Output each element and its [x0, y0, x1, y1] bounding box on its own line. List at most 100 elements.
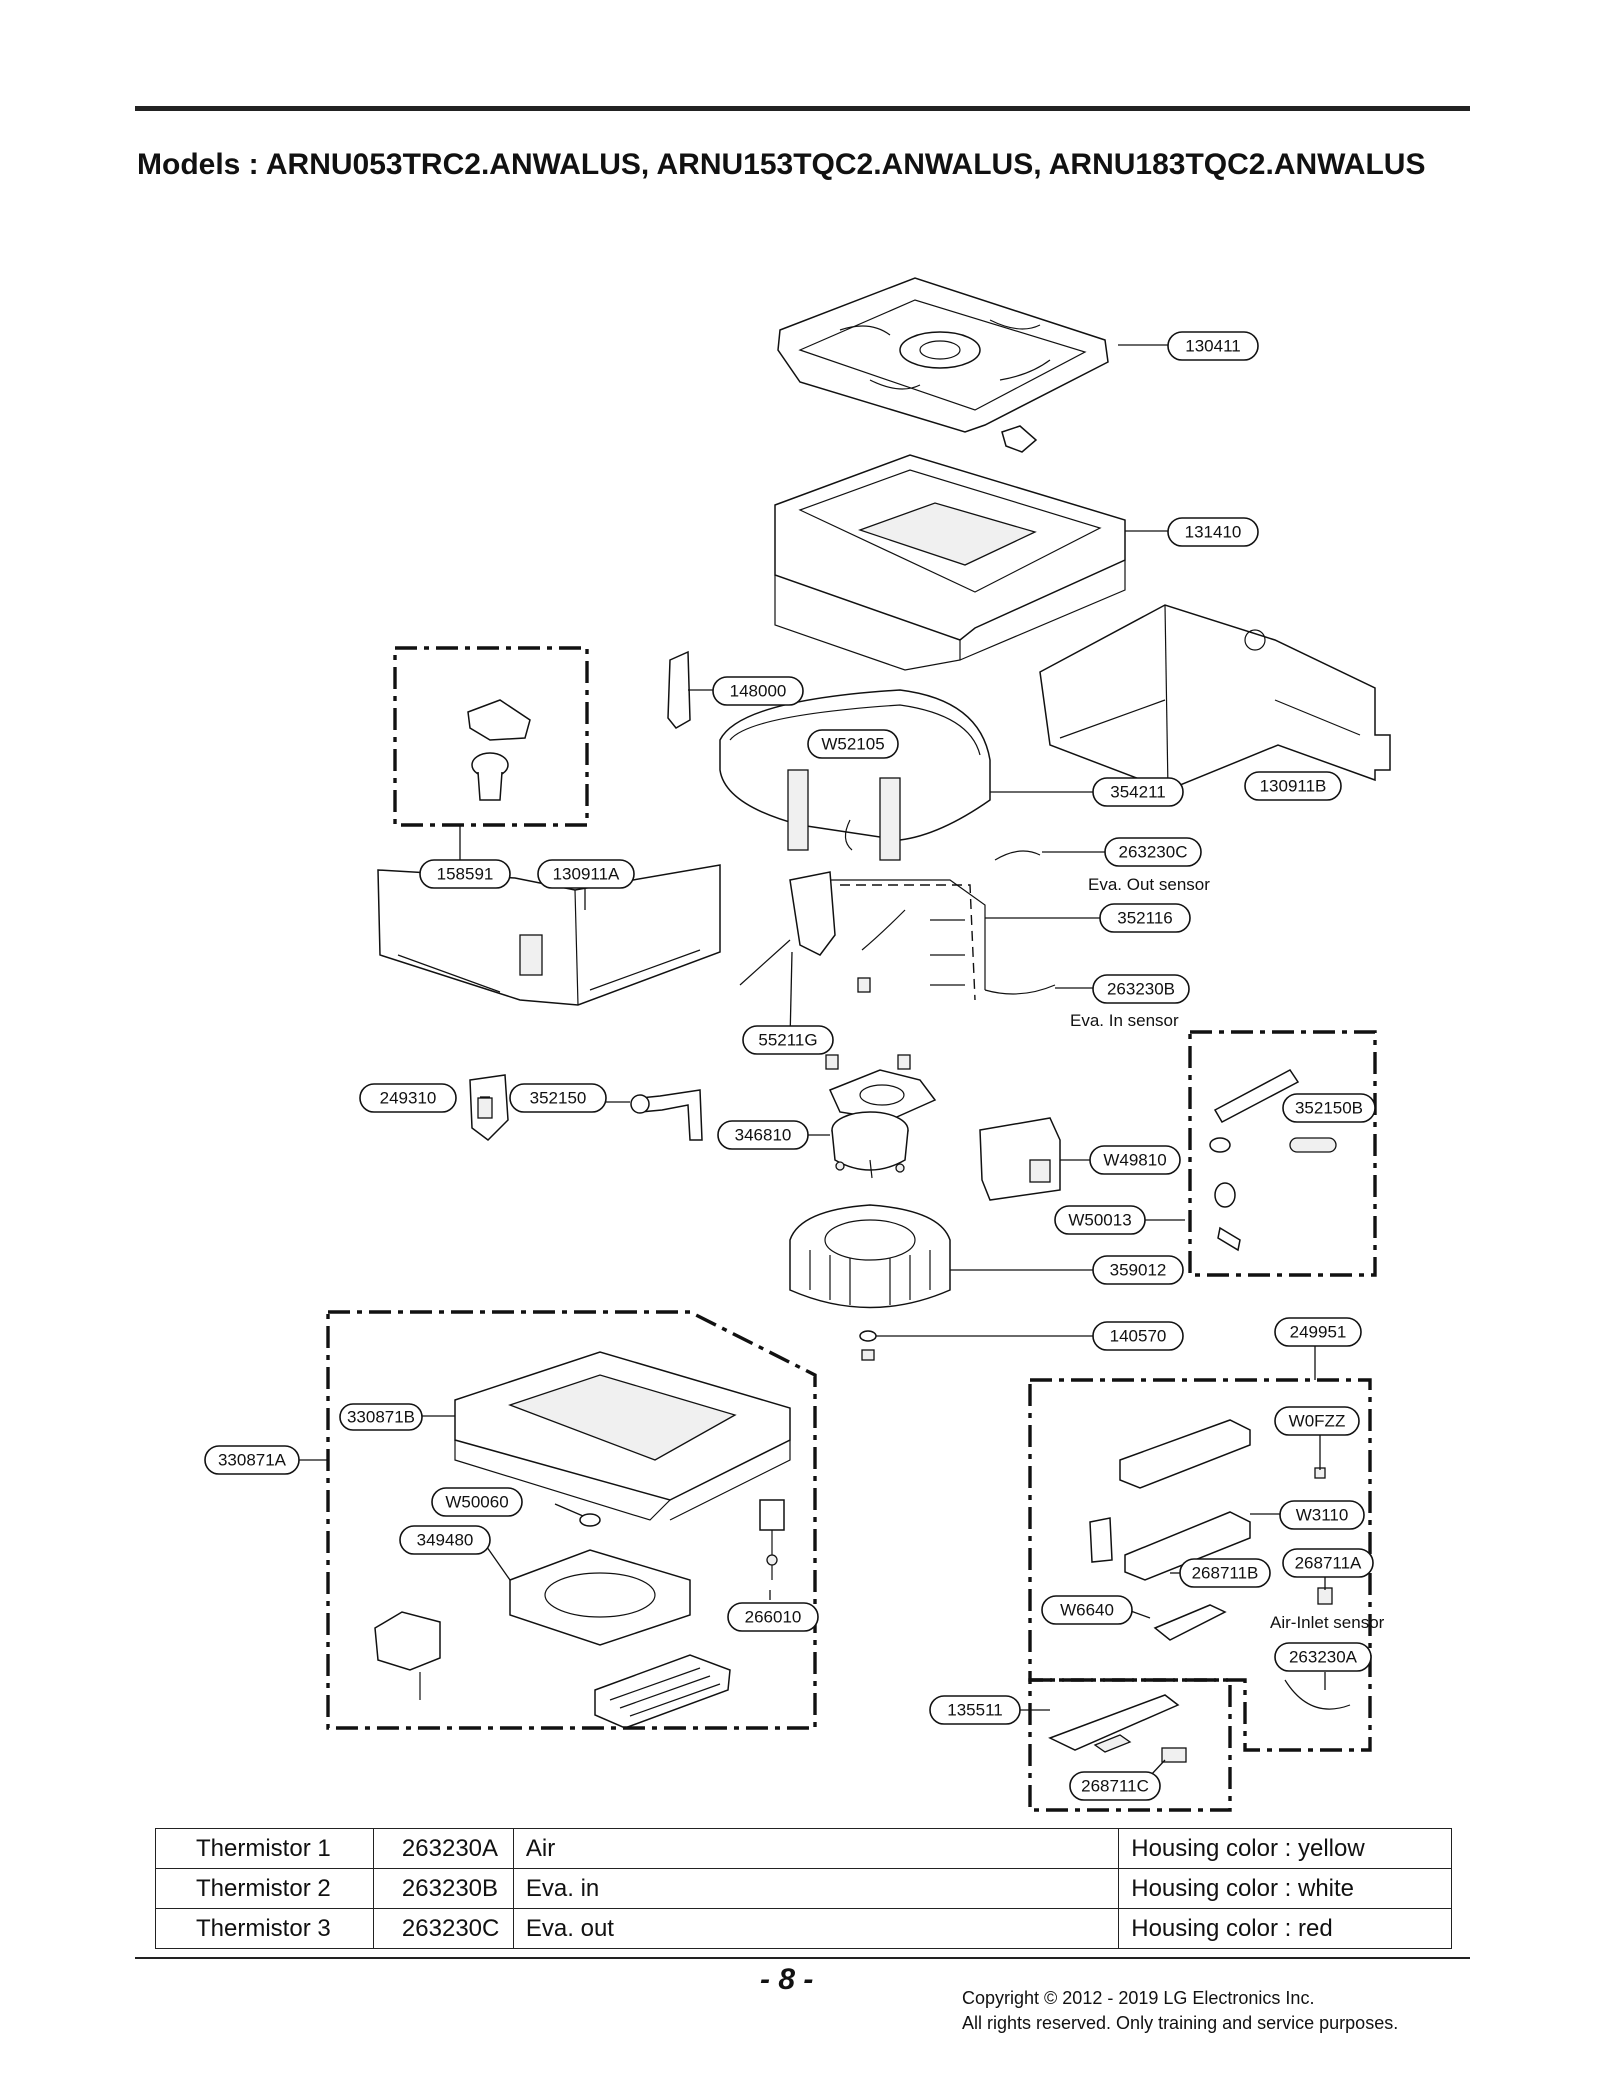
part-352150B-hose — [1209, 1069, 1337, 1252]
callout-352116: 352116 — [1099, 903, 1191, 933]
thermistor-type: Air — [512, 1828, 1120, 1869]
svg-text:249951: 249951 — [1290, 1323, 1347, 1342]
callout-263230C: 263230C — [1104, 837, 1202, 867]
callout-346810: 346810 — [717, 1120, 809, 1150]
part-135511-cover — [1048, 1694, 1187, 1763]
part-control-box-pcb — [1089, 1419, 1351, 1710]
svg-text:130911B: 130911B — [1260, 777, 1327, 796]
svg-text:W52105: W52105 — [821, 735, 884, 754]
svg-text:W49810: W49810 — [1103, 1151, 1166, 1170]
page-title: Models : ARNU053TRC2.ANWALUS, ARNU153TQC… — [137, 148, 1426, 181]
thermistor-code: 263230B — [372, 1868, 514, 1909]
callout-55211G: 55211G — [742, 1025, 834, 1055]
svg-text:349480: 349480 — [417, 1531, 474, 1550]
part-158591-drain-pump — [467, 699, 531, 801]
svg-text:330871B: 330871B — [347, 1408, 415, 1427]
part-131410-drain-pan — [774, 454, 1126, 671]
svg-text:W0FZZ: W0FZZ — [1289, 1412, 1346, 1431]
callout-W0FZZ: W0FZZ — [1274, 1406, 1360, 1436]
dashed-group-boxes — [326, 646, 1377, 1812]
copyright-line-2: All rights reserved. Only training and s… — [962, 2013, 1399, 2033]
copyright: Copyright © 2012 - 2019 LG Electronics I… — [962, 1986, 1398, 2036]
svg-text:W50013: W50013 — [1068, 1211, 1131, 1230]
svg-text:W50060: W50060 — [445, 1493, 508, 1512]
callout-130911B: 130911B — [1244, 771, 1342, 801]
callout-249310: 249310 — [359, 1083, 457, 1113]
note-air-inlet-sensor: Air-Inlet sensor — [1270, 1613, 1385, 1632]
svg-text:148000: 148000 — [730, 682, 787, 701]
callout-148000: 148000 — [712, 676, 804, 706]
part-W49810-control-box — [979, 1117, 1061, 1201]
part-148000-bracket — [667, 650, 691, 729]
thermistor-name: Thermistor 1 — [155, 1828, 374, 1869]
page-number: - 8 - — [760, 1963, 814, 1996]
svg-text:130411: 130411 — [1185, 337, 1240, 356]
thermistor-housing: Housing color : red — [1118, 1908, 1452, 1949]
svg-text:268711C: 268711C — [1081, 1777, 1149, 1796]
callout-354211: 354211 — [1092, 777, 1184, 807]
part-air-filter — [594, 1654, 731, 1729]
part-130911A-side-panel — [377, 864, 721, 1006]
callout-352150B: 352150B — [1282, 1093, 1376, 1123]
svg-text:352150: 352150 — [530, 1089, 587, 1108]
part-249310 — [469, 1074, 509, 1141]
svg-text:W6640: W6640 — [1060, 1601, 1114, 1620]
callout-352150: 352150 — [509, 1083, 607, 1113]
callout-263230A: 263230A — [1274, 1642, 1372, 1672]
thermistor-housing: Housing color : white — [1118, 1868, 1452, 1909]
part-motor-mount — [828, 1069, 937, 1121]
thermistor-code: 263230C — [372, 1908, 514, 1949]
callout-W6640: W6640 — [1041, 1595, 1133, 1625]
svg-text:W3110: W3110 — [1296, 1506, 1349, 1525]
callout-263230B: 263230B — [1092, 974, 1190, 1004]
callout-330871A: 330871A — [204, 1445, 300, 1475]
svg-text:352150B: 352150B — [1295, 1099, 1363, 1118]
bottom-rule — [135, 1957, 1470, 1959]
callout-249951: 249951 — [1274, 1317, 1362, 1347]
callout-359012: 359012 — [1092, 1255, 1184, 1285]
part-266010 — [759, 1499, 785, 1580]
svg-text:130911A: 130911A — [553, 865, 620, 884]
svg-text:249310: 249310 — [380, 1089, 437, 1108]
svg-text:268711A: 268711A — [1295, 1554, 1362, 1573]
callout-140570: 140570 — [1092, 1321, 1184, 1351]
svg-text:346810: 346810 — [735, 1126, 792, 1145]
callout-130911A: 130911A — [537, 859, 635, 889]
thermistor-type: Eva. in — [512, 1868, 1120, 1909]
thermistor-name: Thermistor 2 — [155, 1868, 374, 1909]
callout-268711B: 268711B — [1179, 1558, 1271, 1588]
copyright-line-1: Copyright © 2012 - 2019 LG Electronics I… — [962, 1988, 1315, 2008]
callout-268711C: 268711C — [1069, 1771, 1161, 1801]
callout-266010: 266010 — [727, 1602, 819, 1632]
svg-text:359012: 359012 — [1110, 1261, 1167, 1280]
thermistor-housing: Housing color : yellow — [1118, 1828, 1452, 1869]
part-nuts — [825, 977, 911, 1070]
note-eva-out-sensor: Eva. Out sensor — [1088, 875, 1210, 894]
note-eva-in-sensor: Eva. In sensor — [1070, 1011, 1179, 1030]
part-352116-piping — [739, 850, 1056, 1001]
part-130411-top-cover — [777, 277, 1109, 453]
callout-W50013: W50013 — [1054, 1205, 1146, 1235]
callout-W50060: W50060 — [431, 1487, 523, 1517]
part-354211-heat-exchanger — [719, 689, 991, 861]
callout-W52105: W52105 — [807, 729, 899, 759]
callout-W49810: W49810 — [1089, 1145, 1181, 1175]
svg-text:140570: 140570 — [1110, 1327, 1167, 1346]
part-346810-fan-motor — [831, 1111, 909, 1179]
callout-135511: 135511 — [929, 1695, 1021, 1725]
callout-158591: 158591 — [419, 859, 511, 889]
svg-text:268711B: 268711B — [1192, 1564, 1259, 1583]
callout-130411: 130411 — [1167, 331, 1259, 361]
top-rule — [135, 106, 1470, 111]
thermistor-type: Eva. out — [512, 1908, 1120, 1949]
svg-text:354211: 354211 — [1110, 783, 1165, 802]
svg-text:263230B: 263230B — [1107, 980, 1175, 999]
part-359012-turbo-fan — [789, 1204, 951, 1309]
part-330871-front-frame — [454, 1351, 791, 1521]
svg-text:263230C: 263230C — [1118, 843, 1187, 862]
